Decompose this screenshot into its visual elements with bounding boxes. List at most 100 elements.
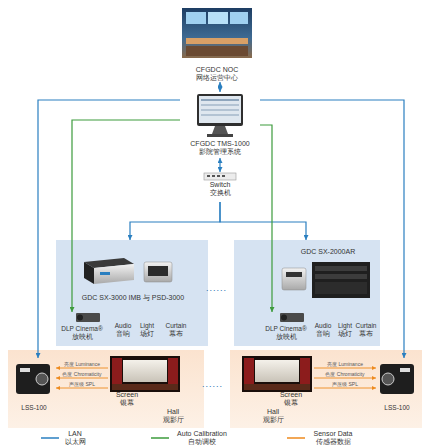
noc-screen [230, 12, 248, 24]
screen-surface [255, 360, 299, 382]
switch-node: Switch 交换机 [200, 172, 240, 202]
hall-box: Hall 观影厅LSS-100Screen 银幕 [8, 350, 204, 428]
legend-sample [286, 433, 306, 443]
rack-bay [315, 274, 367, 279]
noc-screen [208, 12, 228, 24]
lss-100-device [16, 364, 50, 394]
legend-line [151, 437, 169, 439]
rack-body [312, 262, 370, 298]
light-node: Light 场灯 [136, 320, 158, 342]
projector-icon [280, 313, 304, 322]
node-label: DLP Cinema® 放映机 [58, 325, 106, 341]
gdc-sx3000-device [84, 258, 134, 284]
noc-desk [186, 38, 248, 44]
device-body [282, 268, 306, 290]
node-label: LSS-100 [12, 404, 56, 412]
connector-line [314, 378, 376, 379]
lss-lens [382, 373, 394, 385]
node-label: GDC SX-3000 IMB 与 PSD-3000 [78, 294, 188, 302]
curtain-node: Curtain 幕布 [354, 320, 378, 342]
screen-surface [123, 360, 167, 382]
psd-3000-device [144, 262, 172, 282]
connector-line [314, 388, 376, 389]
curtain-node: Curtain 幕布 [162, 320, 190, 342]
switch-body [204, 173, 236, 180]
lss-node: LSS-100 [12, 358, 56, 418]
monitor-frame [197, 94, 243, 126]
projector-lens [77, 315, 83, 321]
connector-line [220, 202, 306, 240]
lss-label [400, 368, 410, 372]
connector-line [314, 368, 376, 369]
psd-body [144, 262, 172, 282]
node-label: GDC SX-2000AR [278, 248, 378, 256]
lss-node: LSS-100 [376, 358, 418, 418]
monitor-row [201, 104, 239, 106]
device-display [100, 272, 110, 275]
seats [112, 384, 178, 390]
legend-sample [40, 433, 60, 443]
monitor-stand [212, 126, 228, 134]
connector-line [260, 100, 404, 358]
switch-port [207, 175, 210, 177]
lss-body [16, 364, 50, 394]
monitor-row [201, 109, 239, 111]
projector-body [76, 313, 100, 322]
node-label: CFGDC NOC 网络运营中心 [192, 66, 242, 82]
legend-line [287, 437, 305, 439]
ellipsis-label: ...... [206, 284, 227, 293]
legend-line [41, 437, 59, 439]
projector-lens [281, 315, 287, 321]
audio-node: Audio 音响 [112, 320, 134, 342]
connector-line [56, 388, 108, 389]
connector-line [56, 368, 108, 369]
node-label: Switch 交换机 [205, 181, 235, 197]
device-front [94, 264, 134, 284]
connector-line [260, 125, 272, 312]
gdc-sx2000ar-device [282, 262, 370, 298]
node-label: DLP Cinema® 放映机 [262, 325, 310, 341]
switch-port [217, 175, 220, 177]
legend-item: Sensor Data 传感器数据 [286, 430, 360, 447]
node-label: Audio 音响 [112, 322, 134, 338]
projector-body [280, 313, 304, 322]
tms-node: CFGDC TMS-1000 影院管理系统 [180, 92, 260, 158]
legend-text: Sensor Data 传感器数据 [308, 430, 358, 446]
switch-icon [204, 173, 236, 180]
screen-image [242, 356, 312, 392]
rack-bay [315, 282, 367, 294]
device-front [286, 272, 302, 277]
switch-port [222, 175, 225, 177]
curtain [112, 358, 122, 388]
monitor-screen [199, 96, 241, 123]
lss-body [380, 364, 414, 394]
switch-port [212, 175, 215, 177]
device-top [84, 258, 134, 268]
rack-bay [315, 266, 367, 271]
device-group-box: GDC SX-3000 IMB 与 PSD-3000DLP Cinema® 放映… [56, 240, 208, 346]
connector-line [72, 120, 180, 312]
light-node: Light 场灯 [334, 320, 356, 342]
node-label: CFGDC TMS-1000 影院管理系统 [185, 140, 255, 156]
node-label: LSS-100 [376, 404, 418, 412]
legend-text: Auto Calibration 自动调校 [172, 430, 232, 446]
lss-label [20, 368, 30, 372]
node-label: Hall 观影厅 [158, 408, 188, 424]
legend-sample [150, 433, 170, 443]
psd-front [148, 266, 168, 276]
node-label: Hall 观影厅 [258, 408, 288, 424]
legend-text: LAN 以太网 [62, 430, 88, 446]
node-label: Audio 音响 [312, 322, 334, 338]
auditorium [110, 356, 180, 392]
auditorium [242, 356, 312, 392]
legend-item: Auto Calibration 自动调校 [150, 430, 234, 447]
projector-icon [76, 313, 100, 322]
screen-image [110, 356, 180, 392]
node-label: Screen 银幕 [276, 391, 306, 407]
monitor-base [207, 134, 233, 137]
screen-node: Screen 银幕 [240, 354, 314, 406]
connector-line [130, 202, 220, 240]
curtain [300, 358, 310, 388]
monitor-row [201, 114, 239, 116]
